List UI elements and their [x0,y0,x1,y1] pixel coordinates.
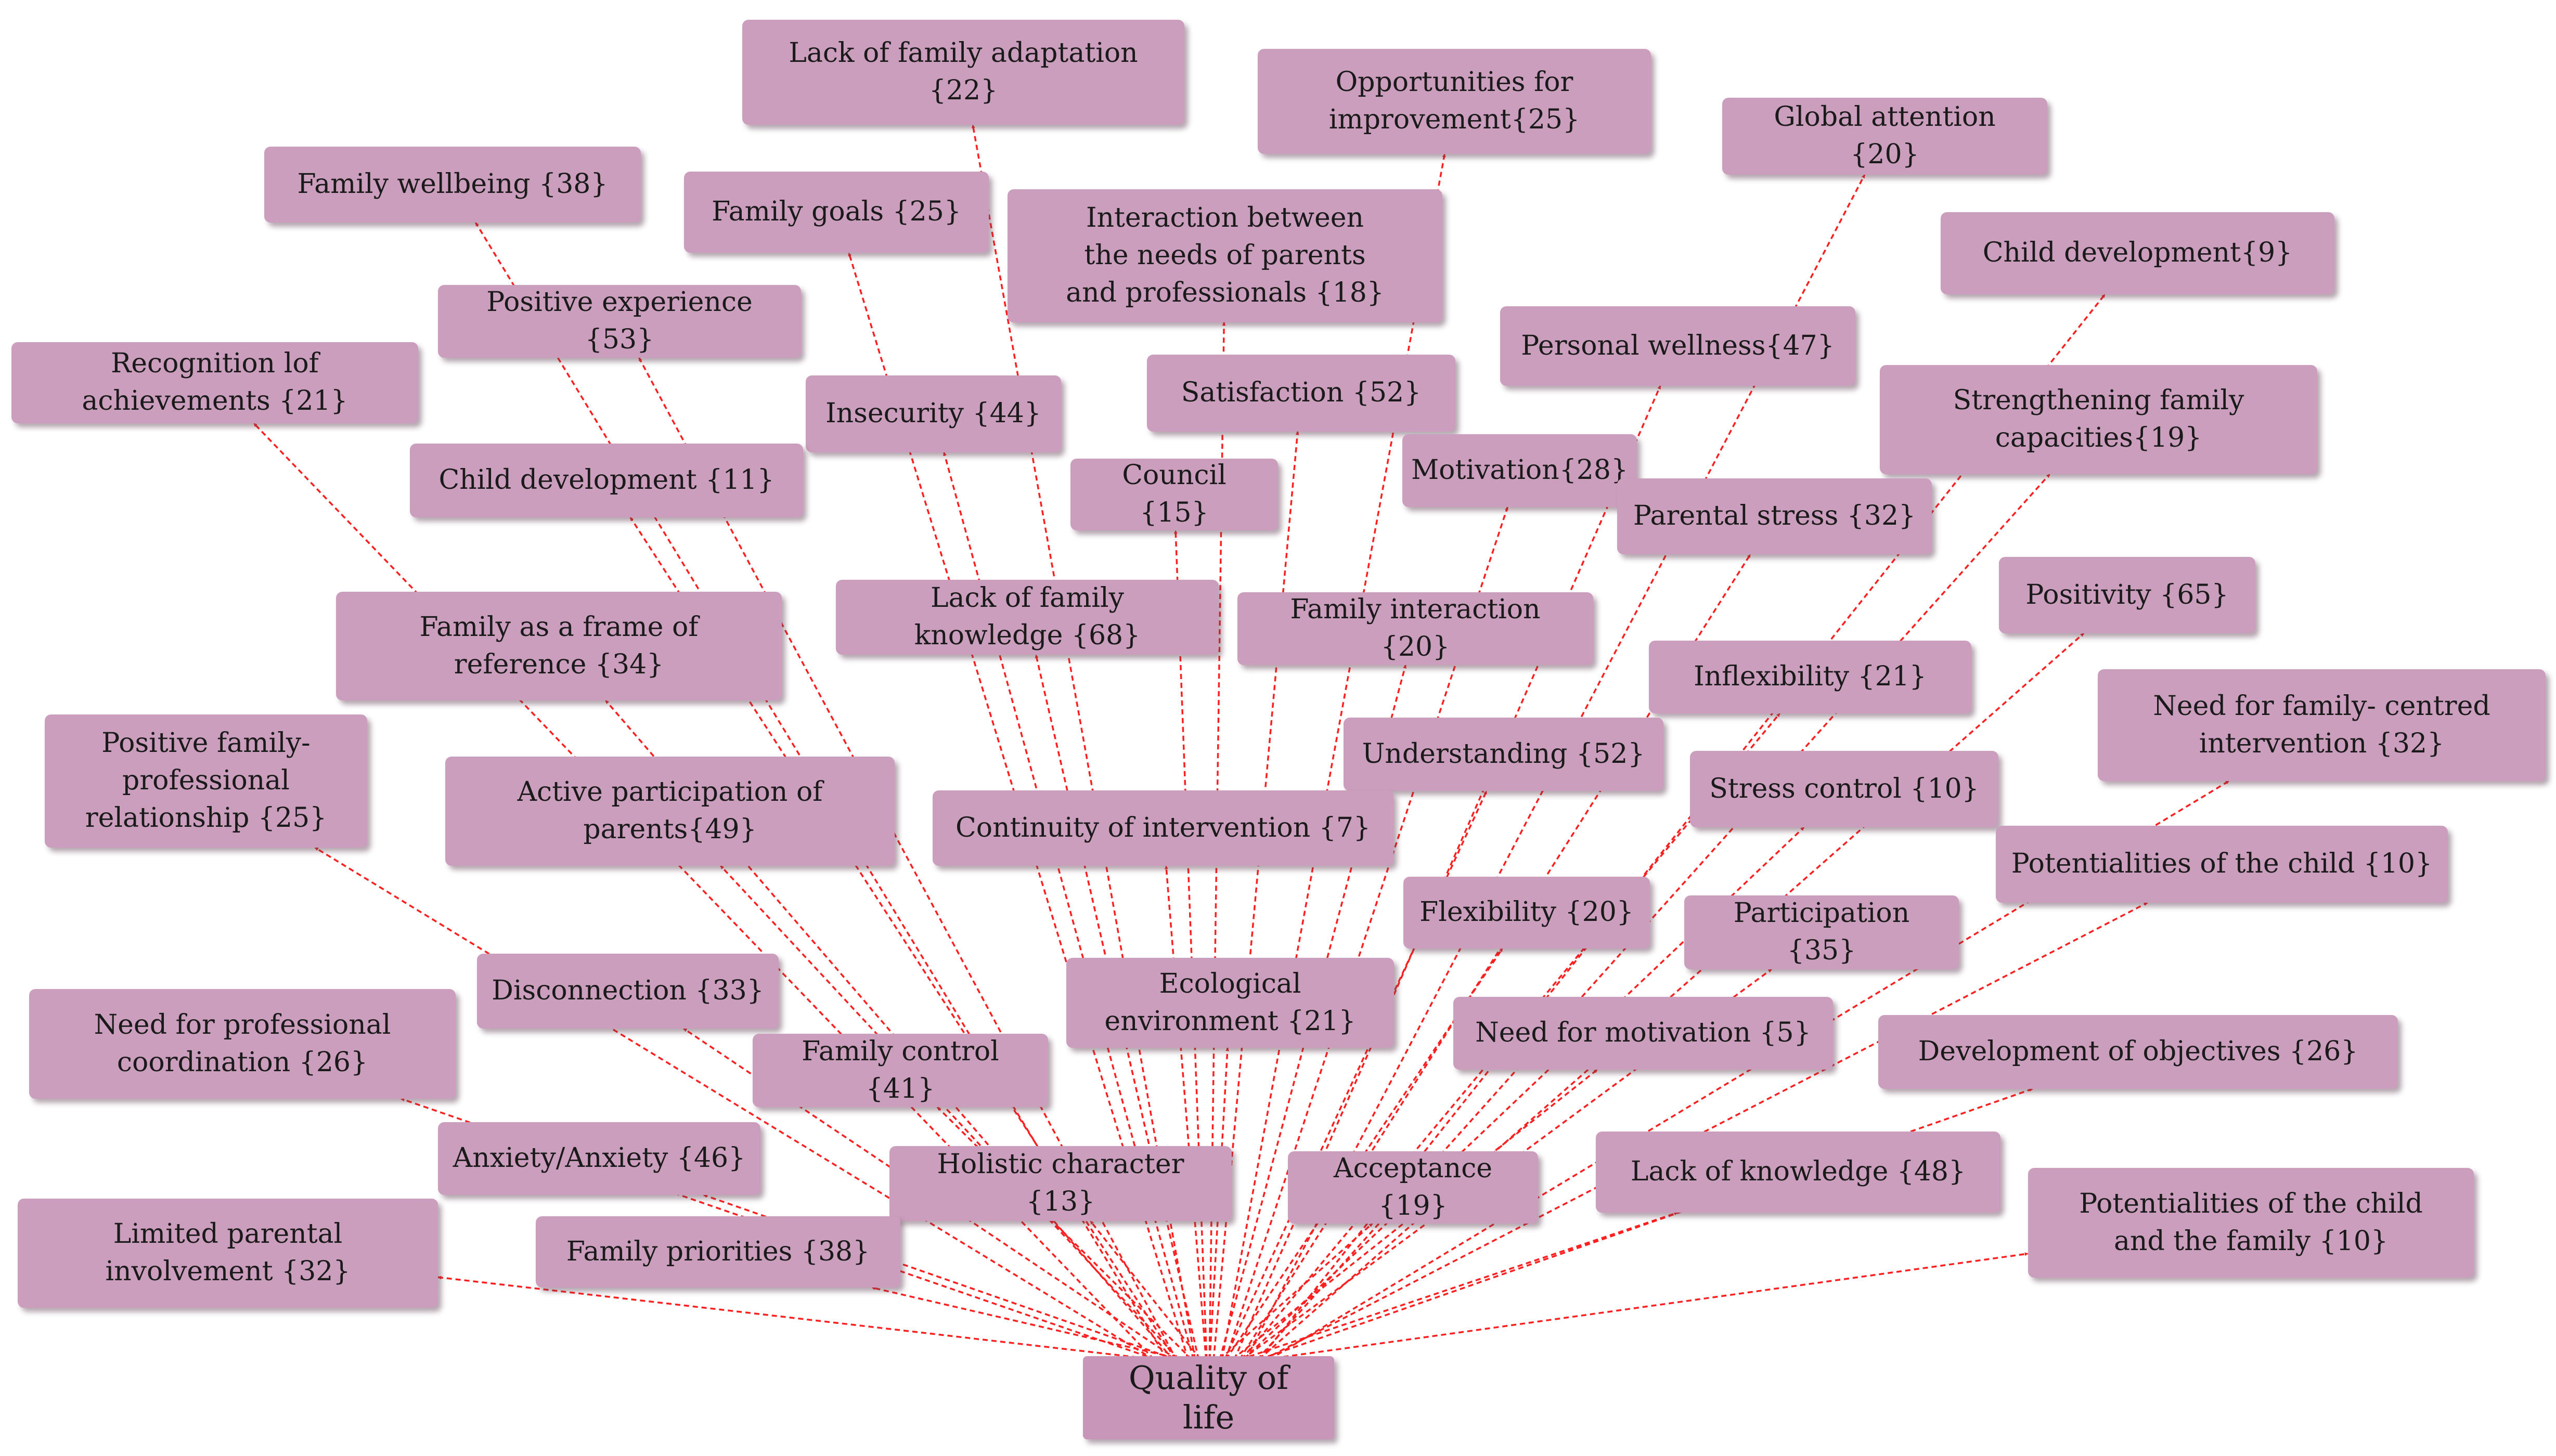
edge-arrow-holistic-character [1089,1220,1202,1360]
edge-arrow-limited-parental-involvement [437,1276,1155,1360]
node-disconnection: Disconnection {33} [477,954,779,1029]
node-potentialities-child-and-family: Potentialities of the child and the fami… [2028,1168,2474,1278]
node-motivation: Motivation{28} [1402,434,1637,507]
node-parental-stress: Parental stress {32} [1617,478,1932,554]
node-need-professional-coordination: Need for professional coordination {26} [29,989,456,1099]
node-family-priorities: Family priorities {38} [536,1216,900,1288]
node-flexibility: Flexibility {20} [1403,877,1650,948]
node-interaction-parents-professionals: Interaction between the needs of parents… [1008,189,1442,322]
node-ecological-environment: Ecological environment {21} [1066,958,1394,1048]
node-anxiety: Anxiety/Anxiety {46} [438,1122,760,1195]
edge-arrow-continuity-of-intervention [1164,865,1207,1360]
node-opportunities-for-improvement: Opportunities for improvement{25} [1258,49,1651,154]
edge-arrow-potentialities-of-the-child [1263,902,2148,1360]
node-positivity: Positivity {65} [1999,557,2255,633]
node-stress-control: Stress control {10} [1690,751,1998,827]
node-potentialities-of-the-child: Potentialities of the child {10} [1996,826,2448,903]
edge-arrow-insecurity [943,452,1195,1360]
edge-arrow-lack-of-knowledge [1241,1212,1678,1360]
node-acceptance: Acceptance {19} [1288,1151,1538,1224]
node-strengthening-family-capacities: Strengthening family capacities{19} [1880,365,2317,474]
node-holistic-character: Holistic character {13} [889,1146,1232,1221]
node-child-development-11: Child development {11} [410,444,803,517]
edge-arrow-stress-control [1243,826,1805,1360]
node-family-control: Family control {41} [753,1034,1048,1107]
edge-arrow-active-participation-of-parents [720,865,1180,1360]
node-lack-of-family-adaptation: Lack of family adaptation {22} [742,20,1184,125]
node-insecurity: Insecurity {44} [806,375,1061,452]
node-child-development-9: Child development{9} [1941,212,2334,294]
node-family-interaction: Family interaction {20} [1237,592,1593,665]
node-lack-of-knowledge: Lack of knowledge {48} [1596,1132,2000,1213]
node-global-attention: Global attention {20} [1722,98,2047,175]
edge-arrow-ecological-environment [1209,1047,1230,1360]
edge-arrow-council [1173,530,1208,1360]
edge-arrow-lack-of-family-adaptation [971,124,1196,1360]
node-family-wellbeing: Family wellbeing {38} [264,147,641,223]
edge-arrow-potentialities-child-and-family [1266,1252,2029,1360]
node-family-frame-of-reference: Family as a frame of reference {34} [336,592,782,700]
node-active-participation-of-parents: Active participation of parents{49} [445,757,895,866]
edge-arrow-family-interaction [1219,665,1407,1360]
edge-arrow-family-frame-of-reference [605,699,1174,1360]
node-development-of-objectives: Development of objectives {26} [1878,1015,2398,1089]
node-limited-parental-involvement: Limited parental involvement {32} [18,1199,438,1308]
edge-arrow-family-control [936,1106,1193,1360]
node-personal-wellness: Personal wellness{47} [1500,306,1855,386]
node-continuity-of-intervention: Continuity of intervention {7} [933,790,1393,866]
node-need-family-centred-intervention: Need for family- centred intervention {3… [2098,669,2546,781]
node-inflexibility: Inflexibility {21} [1649,641,1971,713]
node-participation: Participation {35} [1684,895,1959,969]
node-need-for-motivation: Need for motivation {5} [1453,997,1833,1070]
node-positive-family-professional-relationship: Positive family- professional relationsh… [45,714,367,848]
node-family-goals: Family goals {25} [684,172,989,253]
edge-arrow-positive-family-professional-relationship [314,847,1154,1360]
node-quality-of-life: Quality of life [1083,1356,1334,1439]
edge-arrow-lack-of-family-knowledge [1035,654,1200,1360]
node-lack-of-family-knowledge: Lack of family knowledge {68} [836,580,1219,655]
edge-arrow-acceptance [1219,1223,1373,1360]
node-positive-experience: Positive experience {53} [438,285,801,358]
node-council: Council {15} [1070,459,1278,530]
edge-arrow-understanding [1224,790,1488,1360]
node-understanding: Understanding {52} [1344,718,1663,791]
node-satisfaction: Satisfaction {52} [1147,355,1455,432]
node-recognition-of-achievements: Recognition lof achievements {21} [11,342,418,423]
